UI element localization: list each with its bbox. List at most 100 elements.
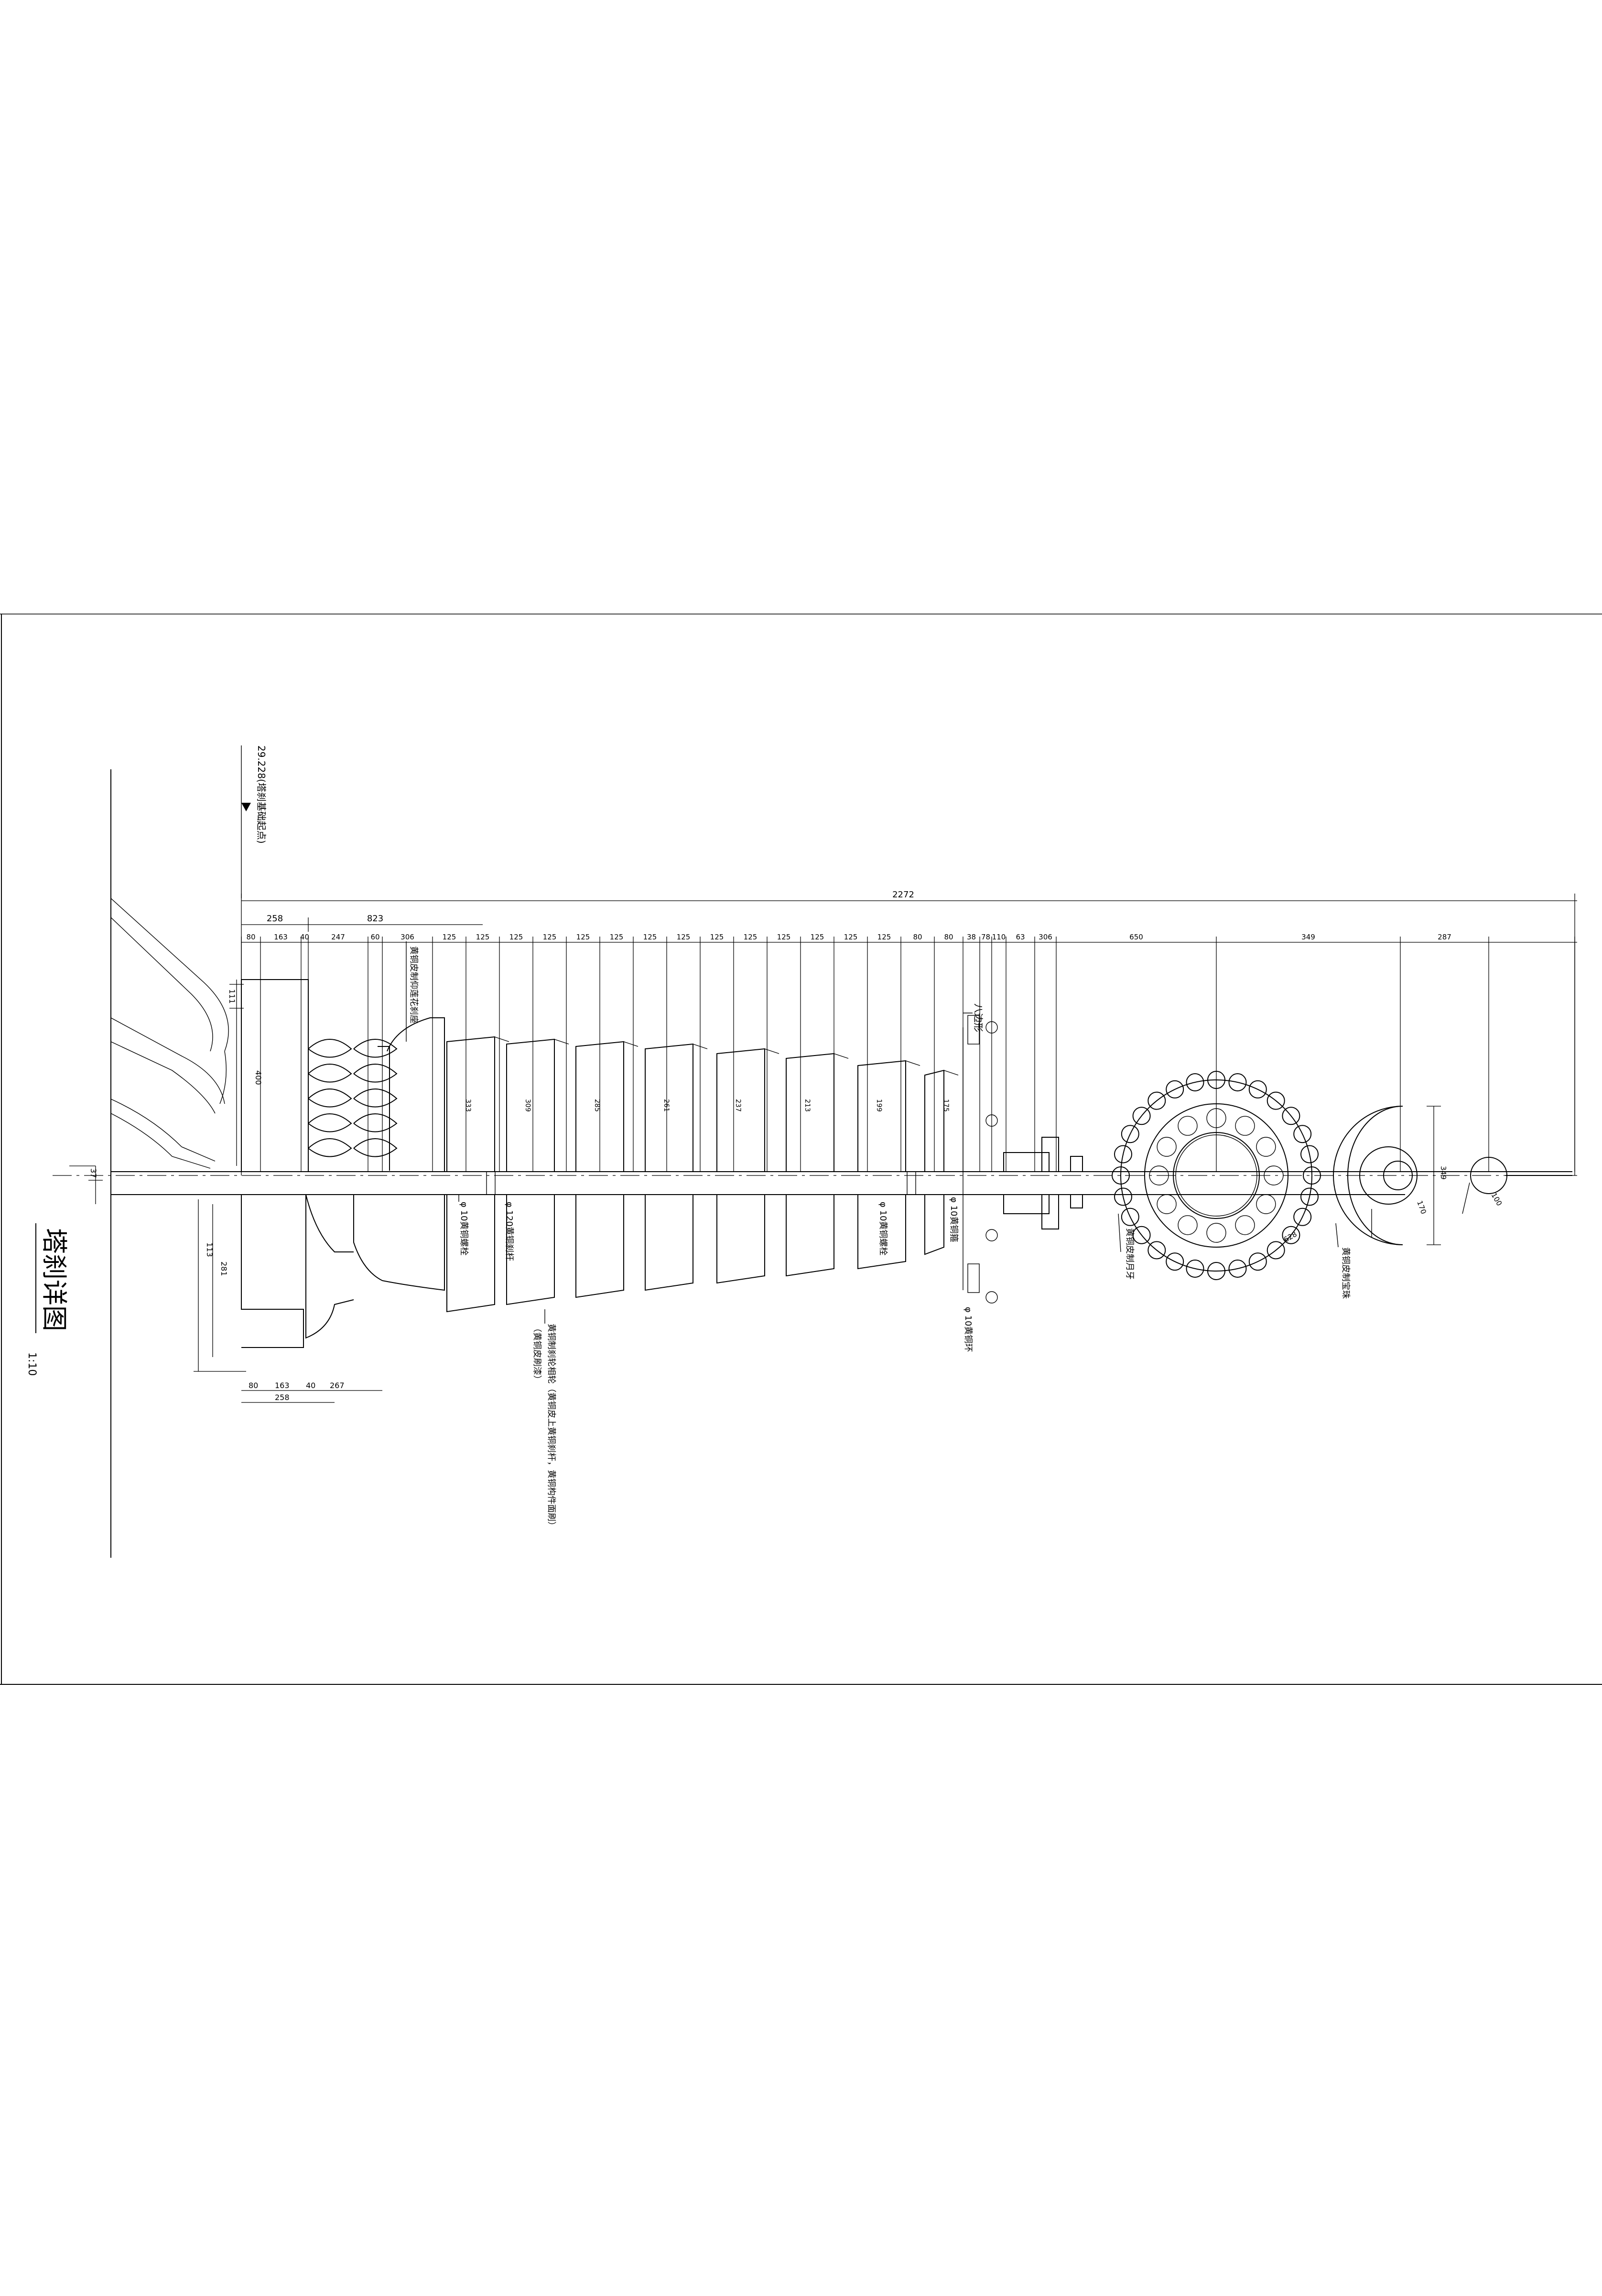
ring-height-label: 199 — [875, 1099, 883, 1112]
segment-label: 78 — [981, 933, 990, 941]
lotus-petal — [353, 1138, 398, 1157]
segment-label: 80 — [913, 933, 922, 941]
segment-label: 125 — [677, 933, 691, 941]
ring-height-label: 309 — [524, 1099, 531, 1112]
wheel-scallop — [1300, 1187, 1319, 1206]
parasol-ring-top — [786, 1053, 834, 1172]
wheel-scallop — [1147, 1091, 1166, 1110]
callout-parasol-line1: 黄铜制刹轮相轮（黄铜皮上黄铜刹杆，黄铜构件面刷） — [546, 1324, 556, 1530]
segment-label: 306 — [400, 933, 414, 941]
crescent-dim: 349 — [1439, 1166, 1448, 1180]
segment-label: 125 — [877, 933, 891, 941]
wheel-scallop — [1132, 1226, 1151, 1244]
callout-parasol-line2: （黄铜皮刷漆） — [532, 1324, 542, 1384]
wheel-scallop — [1266, 1241, 1285, 1260]
segment-label: 125 — [643, 933, 657, 941]
parasol-ring-flare — [554, 1039, 569, 1045]
base-dim-258: 258 — [275, 1393, 290, 1402]
callout-steel-stud: φ 10黄铜螺栓 — [459, 1202, 469, 1256]
overall-dim-line — [241, 894, 1577, 1175]
parasol-rings — [446, 1036, 959, 1313]
segment-label: 63 — [1016, 933, 1025, 941]
parasol-ring-bottom — [446, 1195, 495, 1313]
wheel-heart — [1157, 1194, 1177, 1214]
wheel-scallop — [1147, 1241, 1166, 1260]
ring-height-label: 333 — [464, 1099, 472, 1112]
side-dim-111: 111 — [227, 989, 237, 1004]
parasol-ring-flare — [764, 1048, 779, 1054]
wheel-heart — [1256, 1137, 1276, 1157]
segment-label: 650 — [1129, 933, 1143, 941]
segment-label: 125 — [543, 933, 557, 941]
wheel-scallop — [1166, 1080, 1184, 1099]
pedestal-dim-281: 281 — [219, 1261, 228, 1276]
base-dim-163: 163 — [275, 1381, 290, 1390]
segment-label: 40 — [300, 933, 309, 941]
parasol-ring-bottom — [857, 1195, 906, 1270]
wheel-scallop — [1266, 1091, 1285, 1110]
wheel-heart — [1178, 1116, 1198, 1136]
wheel-scallop — [1282, 1107, 1300, 1125]
wheel-scallop — [1207, 1071, 1225, 1089]
parasol-ring-bottom — [924, 1195, 944, 1255]
side-dim-37: 37 — [89, 1168, 98, 1178]
pedestal-dims — [194, 1199, 382, 1403]
lotus-petal — [353, 1064, 398, 1083]
segment-label: 306 — [1039, 933, 1052, 941]
lotus-petals — [308, 1039, 398, 1171]
lotus-petal — [308, 1064, 352, 1083]
segment-label: 349 — [1301, 933, 1315, 941]
lotus-petal — [308, 1113, 352, 1132]
parasol-ring-top — [645, 1043, 693, 1172]
segment-label: 60 — [370, 933, 379, 941]
callout-crescent: 黄铜皮制宝珠 — [1341, 1247, 1351, 1299]
hoops — [963, 1015, 998, 1304]
crescent-moon — [1333, 1106, 1418, 1245]
wheel-scallop — [1166, 1252, 1184, 1271]
callout-octagon: 八边形 — [973, 1003, 984, 1032]
wheel-scallop — [1121, 1207, 1139, 1226]
parasol-ring-bottom — [786, 1195, 834, 1277]
ring-height-label: 175 — [942, 1099, 950, 1112]
roof-eave — [110, 898, 229, 1169]
drawing-title: 塔刹详图 — [39, 1228, 69, 1331]
callout-ring-hoop: φ 10黄铜箍 — [949, 1197, 959, 1242]
callout-ring-hoop-2: φ 10黄铜环 — [963, 1307, 973, 1352]
water-disk-wheel — [1112, 1071, 1321, 1280]
segment-label: 125 — [443, 933, 456, 941]
segment-label: 125 — [811, 933, 824, 941]
lotus-lower-bowl-2 — [305, 1194, 354, 1252]
lotus-petal — [308, 1089, 352, 1108]
callout-lotus-base: 黄铜皮制仰莲花刹座 — [409, 946, 419, 1024]
base-dim-80: 80 — [249, 1381, 258, 1390]
segment-label: 247 — [331, 933, 345, 941]
lotus-petal — [308, 1138, 352, 1157]
wheel-scallop — [1114, 1187, 1132, 1206]
segment-label: 38 — [967, 933, 976, 941]
wheel-scallop — [1248, 1252, 1267, 1271]
segment-chain-ticks — [241, 937, 1575, 1172]
segment-label: 125 — [576, 933, 590, 941]
wheel-heart — [1149, 1165, 1169, 1186]
segment-label: 80 — [944, 933, 953, 941]
parasol-ring-flare — [905, 1060, 920, 1066]
wheel-heart — [1178, 1215, 1198, 1235]
lotus-petal — [353, 1089, 398, 1108]
segment-label: 125 — [744, 933, 758, 941]
hub-block — [1003, 1137, 1083, 1229]
parasol-ring-bottom — [645, 1195, 693, 1291]
callout-steel-pipe: φ 120黄铜刹杆 — [504, 1202, 514, 1261]
base-dim-40: 40 — [306, 1381, 315, 1390]
wheel-scallop — [1300, 1145, 1319, 1164]
parasol-ring-top — [506, 1038, 555, 1172]
wheel-scallop — [1228, 1073, 1247, 1091]
wheel-scallop — [1207, 1262, 1225, 1280]
segment-label: 125 — [509, 933, 523, 941]
lotus-petal — [353, 1039, 398, 1058]
parasol-ring-bottom — [506, 1195, 555, 1305]
upper-dim-1: 258 — [267, 914, 283, 924]
wheel-scallop — [1186, 1073, 1204, 1091]
